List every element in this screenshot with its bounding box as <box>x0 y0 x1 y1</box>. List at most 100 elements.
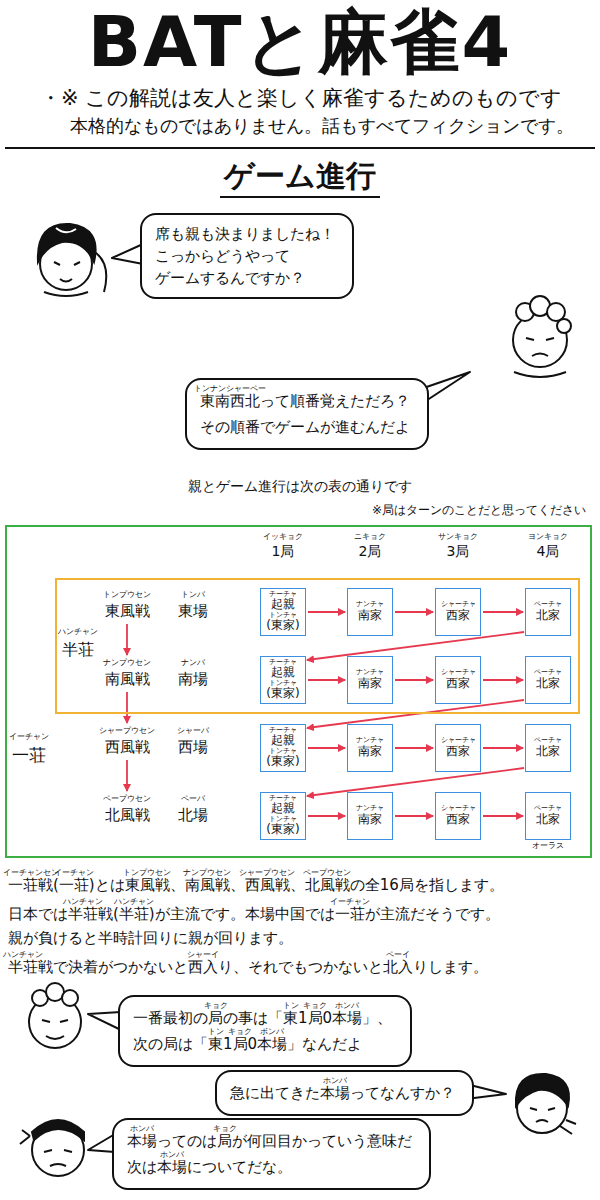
group-name: 半荘 <box>62 640 94 659</box>
furigana: イーチャン <box>9 732 49 742</box>
heading-underline <box>220 196 380 198</box>
seat-name: 起親 <box>271 734 295 748</box>
furigana: ホンバ <box>160 1151 184 1159</box>
furigana: ホンバ <box>335 1002 359 1010</box>
seat-box: ナンチャ南家 <box>347 588 393 636</box>
small-note: シャープウセン <box>99 727 155 735</box>
seat-box: ペーチャ北家 <box>525 656 571 704</box>
text-line: 南風戦 <box>105 670 150 688</box>
turn-arrow <box>308 815 345 817</box>
furigana: ボンバ <box>260 1028 284 1036</box>
seat-box: ペーチャ北家 <box>525 792 571 840</box>
seat-name: 起親 <box>271 802 295 816</box>
furigana: トンチャ <box>269 680 297 687</box>
seat-name: 西家 <box>446 677 470 691</box>
turn-arrow <box>307 700 524 728</box>
seat-name: (東家) <box>266 755 299 769</box>
bubble-tail <box>88 1012 121 1030</box>
seat-box: シャーチャ西家 <box>435 588 481 636</box>
furigana: ハンチャン <box>63 898 103 906</box>
down-arrow <box>126 692 128 723</box>
text-line: 本格的なものではありません。話もすべてフィクションです。 <box>70 115 574 137</box>
furigana: チーチャ <box>269 795 297 802</box>
bubble-tails <box>88 244 506 1152</box>
character-e <box>20 1120 84 1176</box>
speech-text: 席も親も決まりましたね！ こっからどうやって ゲームするんですか？ <box>155 223 339 289</box>
furigana: ハンチャン <box>114 898 154 906</box>
furigana: ペープウセン <box>303 869 351 877</box>
furigana: シャーチャ <box>441 805 476 812</box>
furigana: キョク <box>213 1125 237 1133</box>
furigana: トンプウセン <box>123 869 171 877</box>
turn-arrow <box>395 815 433 817</box>
text-line: 2局 <box>359 543 382 560</box>
seat-name: 北家 <box>536 609 560 623</box>
small-note: ペープウセン <box>103 795 151 803</box>
seat-box: シャーチャ西家 <box>435 724 481 772</box>
speech-bubble: 東南西北って順番覚えただろ？ その順番でゲームが進むんだよトンナンシャーペー <box>185 378 429 450</box>
group-name: 一荘 <box>12 745 46 765</box>
group-frame: イーチャン一荘ハンチャン半荘チーチャ起親トンチャ(東家)ナンチャ南家シャーチャ西… <box>5 525 592 858</box>
furigana: トン <box>283 1002 299 1010</box>
seat-box: ナンチャ南家 <box>347 656 393 704</box>
seat-box: シャーチャ西家 <box>435 656 481 704</box>
text-line: 北風戦 <box>105 806 150 824</box>
seat-name: 南家 <box>358 745 382 759</box>
seat-name: 北家 <box>536 745 560 759</box>
furigana: シャープウセン <box>239 869 295 877</box>
seat-box: ペーチャ北家 <box>525 724 571 772</box>
seat-box: チーチャ起親トンチャ(東家) <box>260 792 306 840</box>
rule-line <box>5 147 595 149</box>
text-line: 東場 <box>178 602 208 620</box>
seat-box: ナンチャ南家 <box>347 792 393 840</box>
furigana: ホンバ <box>130 1125 154 1133</box>
speech-bubble: 急に出てきた本場ってなんすか？ホンバ <box>215 1070 474 1116</box>
page-title: BATと麻雀4 <box>0 4 600 81</box>
text-line: 南場 <box>178 670 208 688</box>
seat-name: (東家) <box>266 823 299 837</box>
text-line: 4局 <box>537 543 560 560</box>
seat-box: チーチャ起親トンチャ(東家) <box>260 588 306 636</box>
turn-arrow <box>395 679 433 681</box>
seat-name: 北家 <box>536 813 560 827</box>
seat-name: 西家 <box>446 609 470 623</box>
turn-arrow <box>308 611 345 613</box>
furigana: ペーチャ <box>534 601 562 608</box>
text-line: 1局 <box>272 543 295 560</box>
seat-name: 起親 <box>271 666 295 680</box>
seat-name: 西家 <box>446 745 470 759</box>
furigana: イーチャンセン <box>3 869 59 877</box>
furigana: イーチャン <box>330 898 370 906</box>
furigana: トンチャ <box>269 748 297 755</box>
small-note: オーラス <box>532 842 564 850</box>
seat-name: (東家) <box>266 687 299 701</box>
furigana: ハンチャン <box>3 951 43 959</box>
text-line: 3局 <box>447 543 470 560</box>
seat-name: 南家 <box>358 813 382 827</box>
furigana: ナンプウセン <box>183 869 231 877</box>
furigana: トンチャ <box>269 612 297 619</box>
turn-arrow <box>483 611 523 613</box>
furigana: イーチャン <box>54 869 94 877</box>
furigana: トン <box>208 1028 224 1036</box>
small-note: イッキョク <box>263 533 303 541</box>
small-note: ペーバ <box>181 795 205 803</box>
text-line: ・※ この解説は友人と楽しく麻雀するためのものです <box>40 86 562 111</box>
small-note: ニキョク <box>354 533 386 541</box>
seat-box: シャーチャ西家 <box>435 792 481 840</box>
furigana: ホンバ <box>323 1077 347 1085</box>
turn-arrow <box>483 815 523 817</box>
furigana: シャーチャ <box>441 669 476 676</box>
furigana: ナンチャ <box>356 601 384 608</box>
furigana: ナンチャ <box>356 669 384 676</box>
furigana: ナンチャ <box>356 805 384 812</box>
seat-name: 起親 <box>271 598 295 612</box>
furigana: ペーチャ <box>534 805 562 812</box>
character-c <box>29 983 81 1048</box>
furigana: キョク <box>303 1002 327 1010</box>
down-arrow <box>126 624 128 655</box>
seat-box: ナンチャ南家 <box>347 724 393 772</box>
seat-box: ペーチャ北家 <box>525 588 571 636</box>
row-arrows <box>126 624 128 791</box>
